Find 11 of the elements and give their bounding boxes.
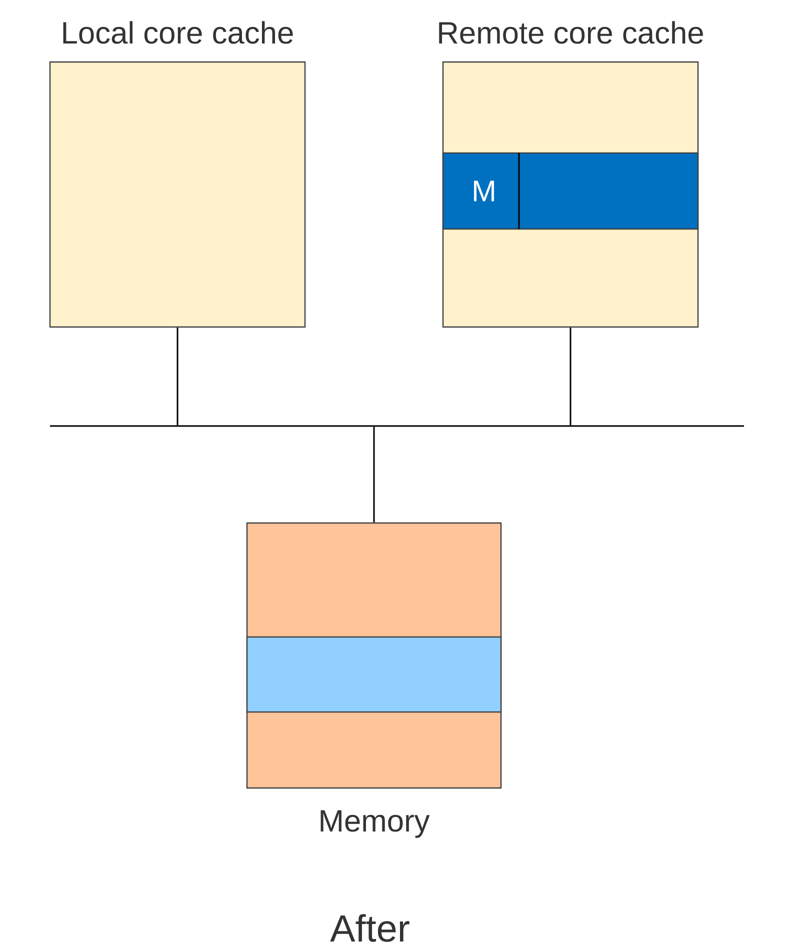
node-label: Local core cache: [63, 21, 293, 44]
node-label: Memory: [320, 810, 430, 838]
connector-line: [373, 426, 375, 522]
cache-line-band: M: [442, 152, 699, 230]
bus-line: [49, 425, 745, 427]
cache-box: Local core cache: [49, 21, 306, 328]
connector-line: [176, 328, 178, 426]
node-label: Remote core cache: [439, 21, 703, 44]
cache-line-band: [246, 636, 502, 713]
caption: After: [330, 914, 410, 942]
connector-line: [570, 328, 572, 426]
